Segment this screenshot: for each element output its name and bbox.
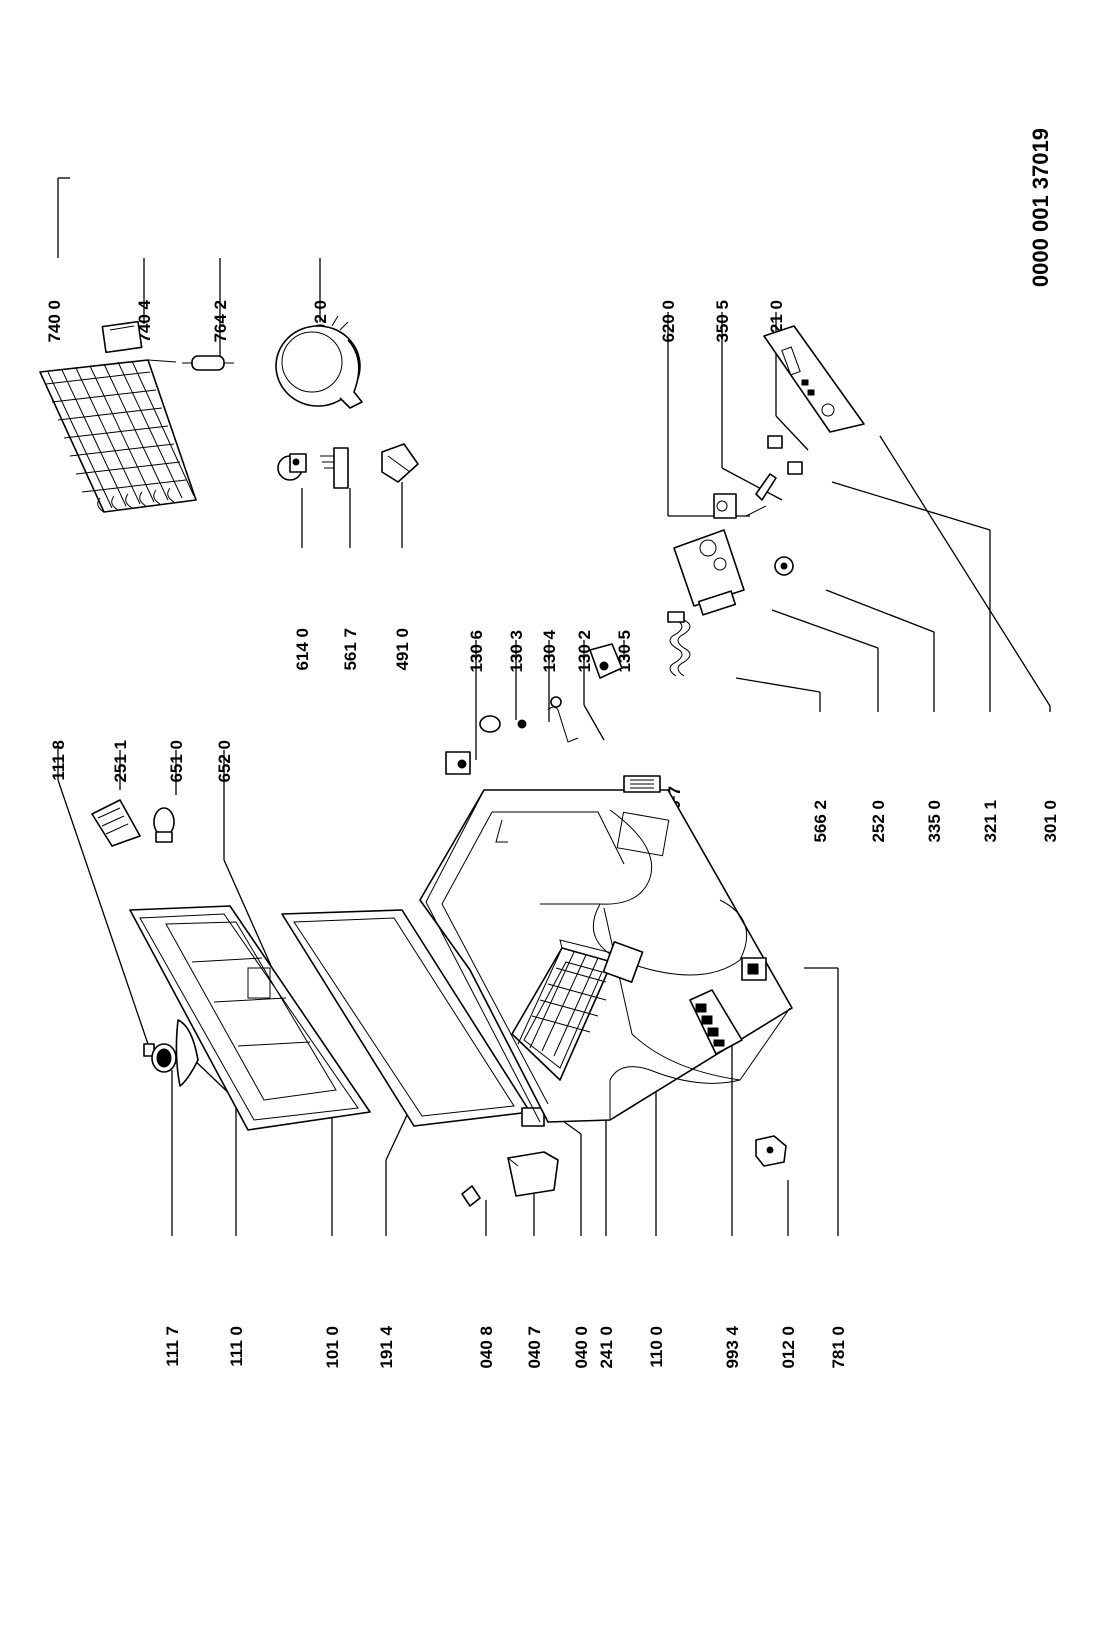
label-3010: 301 0 (1041, 800, 1060, 843)
label-7810: 781 0 (829, 1326, 848, 1369)
thermostat-bracket (713, 493, 737, 519)
label-1100: 110 0 (647, 1326, 666, 1368)
label-1010: 101 0 (323, 1326, 342, 1369)
thermostat (673, 529, 745, 616)
hinge-cover (507, 1151, 559, 1197)
label-3211: 321 1 (981, 800, 1000, 843)
label-6140: 614 0 (293, 628, 312, 671)
freezer-cabinet (419, 789, 793, 1123)
hinge-clip (461, 1185, 481, 1207)
label-5617: 561 7 (341, 628, 360, 671)
rear-vent (623, 775, 661, 793)
drier-filter (182, 355, 234, 371)
document-number: 0000 001 37019 (1028, 128, 1053, 287)
label-1117: 111 7 (163, 1326, 182, 1367)
lamp-holder (745, 473, 777, 517)
label-5662: 566 2 (811, 800, 830, 843)
front-control-panel (689, 989, 743, 1055)
starter-relay (277, 453, 307, 481)
condenser-clip (101, 320, 143, 354)
control-panel-strip (763, 325, 865, 433)
label-3350: 335 0 (925, 800, 944, 843)
label-1110: 111 0 (227, 1326, 246, 1367)
lid-handle (151, 1019, 199, 1087)
label-1914: 191 4 (377, 1325, 396, 1368)
overload-protector (320, 447, 349, 489)
basket-bracket (602, 941, 644, 983)
indicator-lamp-a (767, 435, 783, 449)
label-0120: 012 0 (779, 1326, 798, 1369)
label-9934: 993 4 (723, 1325, 742, 1368)
label-2520: 252 0 (869, 800, 888, 843)
label-0408: 040 8 (477, 1326, 496, 1369)
compressor (275, 315, 363, 409)
label-7400: 740 0 (45, 300, 64, 343)
hinge (521, 1107, 545, 1127)
label-0400: 040 0 (572, 1326, 591, 1369)
ventilation-grill (91, 799, 141, 847)
label-2410: 241 0 (597, 1326, 616, 1369)
lamp-bulb (153, 807, 175, 843)
freezer-lid (129, 905, 371, 1131)
label-4910: 491 0 (393, 628, 412, 671)
relay-cover (381, 443, 419, 483)
thermostat-knob (774, 556, 794, 576)
label-0407: 040 7 (525, 1326, 544, 1369)
hinge-hardware-set (445, 643, 623, 775)
lid-catch (741, 957, 767, 981)
condenser-coil (39, 359, 197, 513)
capillary-coil (667, 611, 691, 677)
foot-bracket (755, 1135, 787, 1167)
indicator-lamp-b (787, 461, 803, 475)
